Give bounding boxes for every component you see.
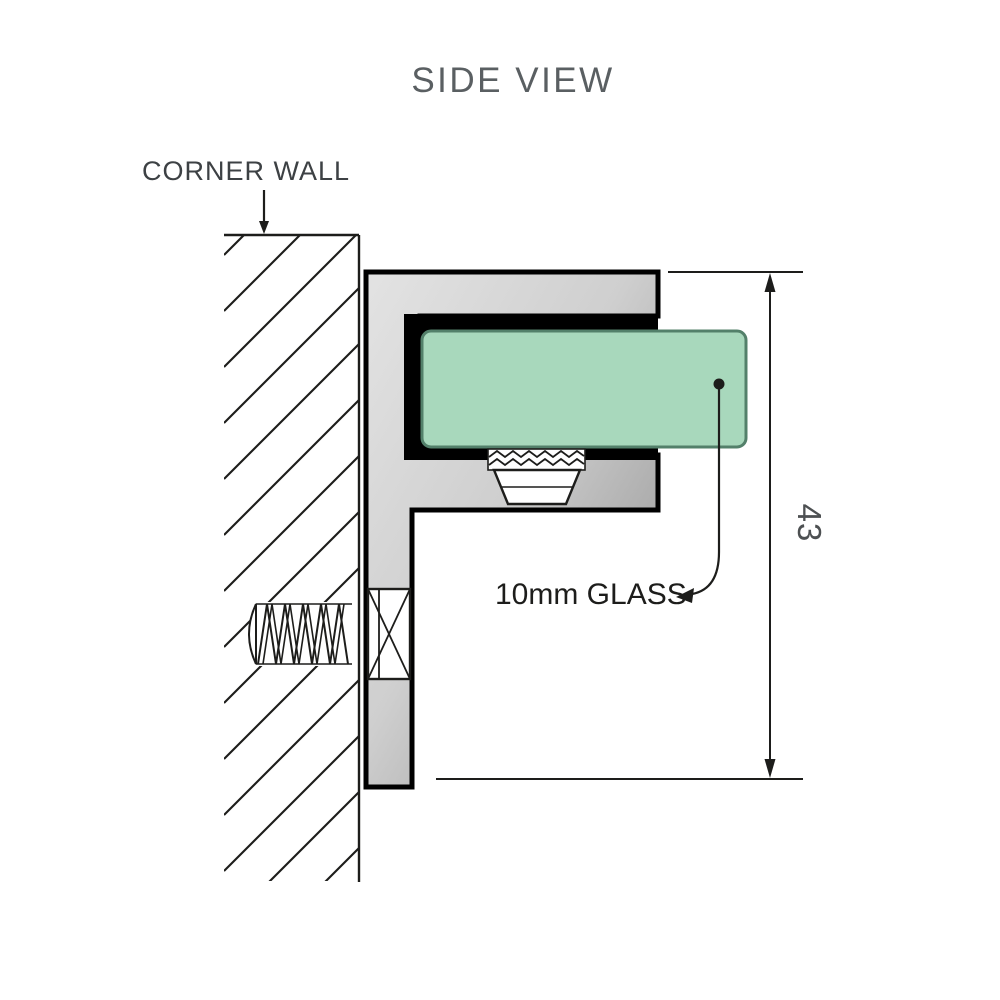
corner-wall-label: CORNER WALL: [142, 156, 350, 186]
wall-hatching: [224, 236, 359, 881]
glass-leader-arrowhead: [676, 588, 694, 603]
grub-screw: [487, 448, 586, 506]
dimension-arrow-top: [764, 273, 776, 292]
diagram-title: SIDE VIEW: [411, 61, 614, 100]
glass-panel: [420, 329, 748, 449]
glass-leader-line: [676, 378, 725, 603]
glass-leader-dot: [713, 378, 725, 390]
glass-label: 10mm GLASS: [495, 578, 687, 611]
anchor-screw: [248, 602, 364, 666]
wall-line: [224, 233, 361, 882]
corner-wall-arrow: [259, 190, 269, 234]
dimension-arrow-bottom: [764, 759, 776, 778]
dimension-label: 43: [791, 504, 828, 543]
screw-head: [366, 587, 412, 681]
screw-threads: [256, 603, 352, 665]
dimension-43: [436, 271, 803, 780]
